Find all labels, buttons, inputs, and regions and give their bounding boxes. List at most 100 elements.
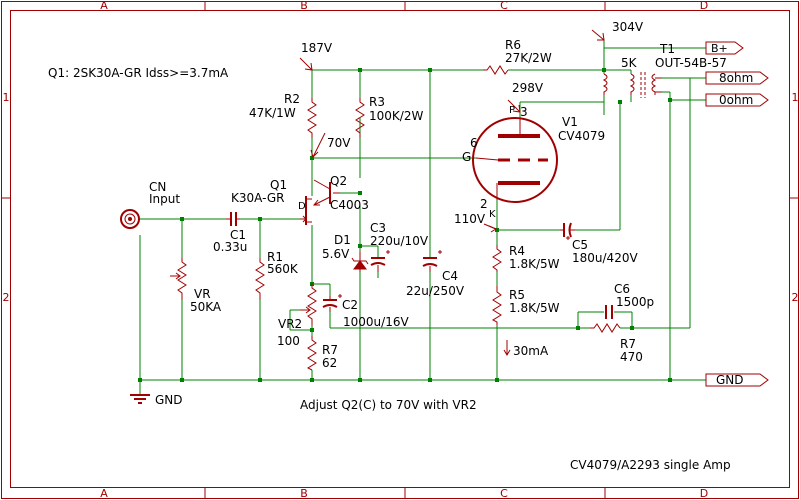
resistor-r7-470-symbol — [590, 323, 621, 333]
capacitor-c1-symbol — [226, 212, 240, 226]
r4-ref: R4 — [509, 244, 525, 258]
frame-row-1-right: 1 — [792, 91, 799, 104]
c5-val: 180u/420V — [572, 251, 638, 265]
label-110v: 110V — [454, 212, 486, 226]
r5-val: 1.8K/5W — [509, 301, 560, 315]
v1-val: CV4079 — [558, 129, 605, 143]
power-arrow-187v — [299, 57, 313, 71]
frame-col-d-top: D — [700, 0, 708, 12]
label-30ma: 30mA — [513, 344, 549, 358]
q1-note: Q1: 2SK30A-GR Idss>=3.7mA — [48, 66, 229, 80]
power-arrow-304v — [591, 29, 605, 41]
label-304v: 304V — [612, 20, 644, 34]
wires — [139, 40, 706, 395]
label-187v: 187V — [301, 41, 333, 55]
d1-val: 5.6V — [322, 247, 350, 261]
v1-pin-p: P — [509, 105, 515, 116]
r2-val: 47K/1W — [249, 106, 296, 120]
r1-val: 560K — [267, 262, 299, 276]
r5-ref: R5 — [509, 288, 525, 302]
ground-symbol — [130, 394, 150, 404]
frame-col-a-bottom: A — [100, 487, 108, 500]
t1-val: OUT-54B-57 — [655, 56, 727, 70]
r7b-ref: R7 — [620, 337, 636, 351]
q2-val: C4003 — [330, 198, 369, 212]
potentiometer-vr2-symbol — [300, 284, 317, 325]
sheet-title: CV4079/A2293 single Amp — [570, 458, 731, 472]
c6-ref: C6 — [614, 282, 630, 296]
cn-ref: CN — [149, 180, 166, 194]
vr2-ref: VR2 — [278, 317, 302, 331]
resistor-r7-62-symbol — [306, 336, 317, 371]
r6-ref: R6 — [505, 38, 521, 52]
c2-val: 1000u/16V — [343, 315, 409, 329]
port-8ohm-shape — [705, 71, 769, 85]
port-8ohm: 8ohm — [719, 71, 753, 85]
q2-ref: Q2 — [330, 174, 347, 188]
label-gnd: GND — [155, 393, 183, 407]
transistor-q2-symbol — [312, 179, 340, 206]
v1-pin-g: G — [462, 150, 471, 164]
frame-col-b-top: B — [300, 0, 308, 12]
r4-val: 1.8K/5W — [509, 257, 560, 271]
current-arrow-30ma — [503, 340, 511, 356]
frame-row-2-right: 2 — [792, 291, 799, 304]
r7a-val: 62 — [322, 356, 337, 370]
frame-col-c-top: C — [500, 0, 508, 12]
capacitor-c5-symbol — [560, 222, 575, 240]
r3-ref: R3 — [369, 95, 385, 109]
input-connector-symbol — [120, 209, 140, 229]
port-gnd: GND — [716, 373, 744, 387]
c3-val: 220u/10V — [370, 234, 429, 248]
capacitor-c4-symbol — [422, 250, 442, 272]
v1-pin-g-num: 6 — [470, 136, 478, 150]
cn-val: Input — [149, 192, 180, 206]
c4-ref: C4 — [442, 269, 458, 283]
c2-ref: C2 — [342, 298, 358, 312]
port-bplus-shape — [705, 41, 744, 55]
q1-val: K30A-GR — [231, 191, 285, 205]
port-0ohm: 0ohm — [719, 93, 753, 107]
transformer-t1-symbol — [602, 72, 662, 98]
r1-ref: R1 — [267, 250, 283, 264]
adjust-note: Adjust Q2(C) to 70V with VR2 — [300, 398, 477, 412]
voltage-arrow-298v — [507, 99, 521, 113]
capacitor-c2-symbol — [322, 294, 342, 312]
resistor-r1-symbol — [255, 258, 265, 300]
frame-col-a-top: A — [100, 0, 108, 12]
triode-v1-symbol — [472, 117, 558, 203]
t1-tap: 5K — [621, 56, 638, 70]
capacitor-c3-symbol — [370, 250, 390, 272]
r6-val: 27K/2W — [505, 51, 552, 65]
r2-ref: R2 — [284, 92, 300, 106]
port-0ohm-shape — [705, 93, 769, 107]
capacitor-c6-symbol — [605, 305, 613, 319]
resistor-r4-symbol — [492, 245, 502, 272]
c4-val: 22u/250V — [406, 284, 465, 298]
r3-val: 100K/2W — [369, 109, 423, 123]
frame-row-1-left: 1 — [3, 91, 10, 104]
vr-ref: VR — [194, 287, 211, 301]
zener-d1-symbol — [351, 252, 369, 272]
label-70v: 70V — [327, 136, 351, 150]
c3-ref: C3 — [370, 221, 386, 235]
frame-col-c-bottom: C — [500, 487, 508, 500]
c5-ref: C5 — [572, 238, 588, 252]
d1-ref: D1 — [334, 233, 351, 247]
label-298v: 298V — [512, 81, 544, 95]
frame-col-b-bottom: B — [300, 487, 308, 500]
port-bplus: B+ — [711, 42, 728, 55]
c6-val: 1500p — [616, 295, 654, 309]
resistor-r6-symbol — [483, 65, 509, 75]
vr-val: 50KA — [190, 300, 222, 314]
t1-ref: T1 — [659, 42, 675, 56]
v1-pin-k-num: 2 — [480, 197, 488, 211]
frame-row-2-left: 2 — [3, 291, 10, 304]
v1-ref: V1 — [562, 115, 578, 129]
frame-col-d-bottom: D — [700, 487, 708, 500]
voltage-arrow-110v — [483, 223, 498, 233]
port-gnd-shape — [705, 373, 769, 387]
